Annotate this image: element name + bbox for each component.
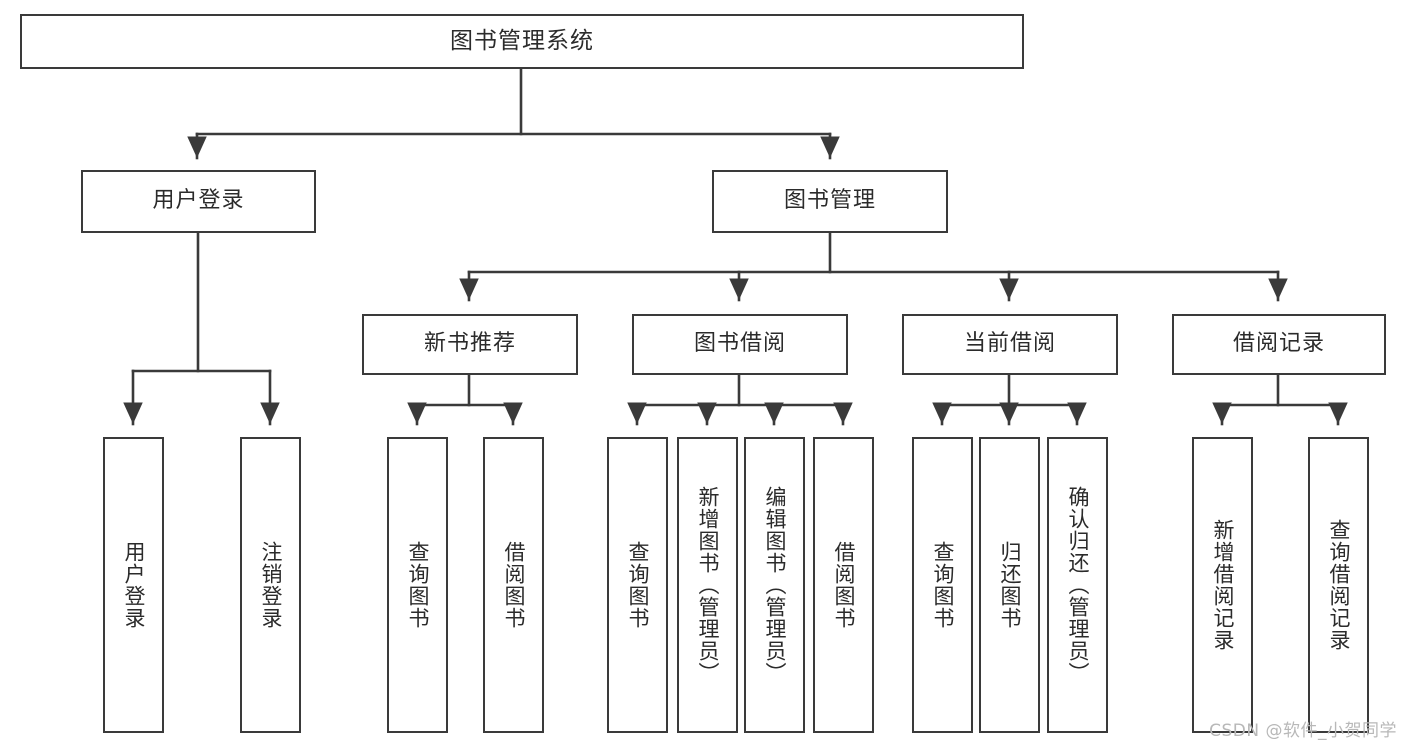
leaf-edit-book[interactable]: 编辑图书（管理员）: [744, 437, 805, 733]
node-new-book-recommend[interactable]: 新书推荐: [362, 314, 578, 375]
leaf-edit-book-label: 编辑图书（管理员）: [762, 486, 787, 684]
node-user-login-label: 用户登录: [152, 188, 245, 214]
watermark: CSDN @软件_小贺同学: [1209, 721, 1397, 741]
node-book-manage-label: 图书管理: [783, 188, 876, 214]
leaf-add-record-label: 新增借阅记录: [1210, 519, 1235, 651]
leaf-query-book-3-label: 查询图书: [930, 541, 955, 629]
node-current-borrow[interactable]: 当前借阅: [902, 314, 1118, 375]
leaf-query-book-2-label: 查询图书: [625, 541, 650, 629]
leaf-confirm-return[interactable]: 确认归还（管理员）: [1047, 437, 1108, 733]
node-new-book-recommend-label: 新书推荐: [423, 331, 516, 357]
leaf-confirm-return-label: 确认归还（管理员）: [1065, 486, 1090, 684]
node-borrow-record-label: 借阅记录: [1232, 331, 1325, 357]
leaf-query-book-3[interactable]: 查询图书: [912, 437, 973, 733]
node-current-borrow-label: 当前借阅: [963, 331, 1056, 357]
leaf-borrow-book-1[interactable]: 借阅图书: [483, 437, 544, 733]
leaf-query-book-2[interactable]: 查询图书: [607, 437, 668, 733]
leaf-user-logout[interactable]: 注销登录: [240, 437, 301, 733]
leaf-query-book-1[interactable]: 查询图书: [387, 437, 448, 733]
node-book-manage[interactable]: 图书管理: [712, 170, 948, 233]
node-book-borrow-label: 图书借阅: [693, 331, 786, 357]
leaf-user-login-label: 用户登录: [121, 541, 146, 629]
leaf-add-book-label: 新增图书（管理员）: [695, 486, 720, 684]
leaf-query-book-1-label: 查询图书: [405, 541, 430, 629]
node-book-borrow[interactable]: 图书借阅: [632, 314, 848, 375]
node-root[interactable]: 图书管理系统: [20, 14, 1024, 69]
leaf-query-record[interactable]: 查询借阅记录: [1308, 437, 1369, 733]
leaf-add-record[interactable]: 新增借阅记录: [1192, 437, 1253, 733]
leaf-borrow-book-2[interactable]: 借阅图书: [813, 437, 874, 733]
leaf-query-record-label: 查询借阅记录: [1326, 519, 1351, 651]
leaf-borrow-book-2-label: 借阅图书: [831, 541, 856, 629]
leaf-user-login[interactable]: 用户登录: [103, 437, 164, 733]
leaf-user-logout-label: 注销登录: [258, 541, 283, 629]
leaf-borrow-book-1-label: 借阅图书: [501, 541, 526, 629]
leaf-add-book[interactable]: 新增图书（管理员）: [677, 437, 738, 733]
node-borrow-record[interactable]: 借阅记录: [1172, 314, 1386, 375]
node-root-label: 图书管理系统: [450, 27, 594, 54]
node-user-login[interactable]: 用户登录: [81, 170, 316, 233]
leaf-return-book-label: 归还图书: [997, 541, 1022, 629]
leaf-return-book[interactable]: 归还图书: [979, 437, 1040, 733]
